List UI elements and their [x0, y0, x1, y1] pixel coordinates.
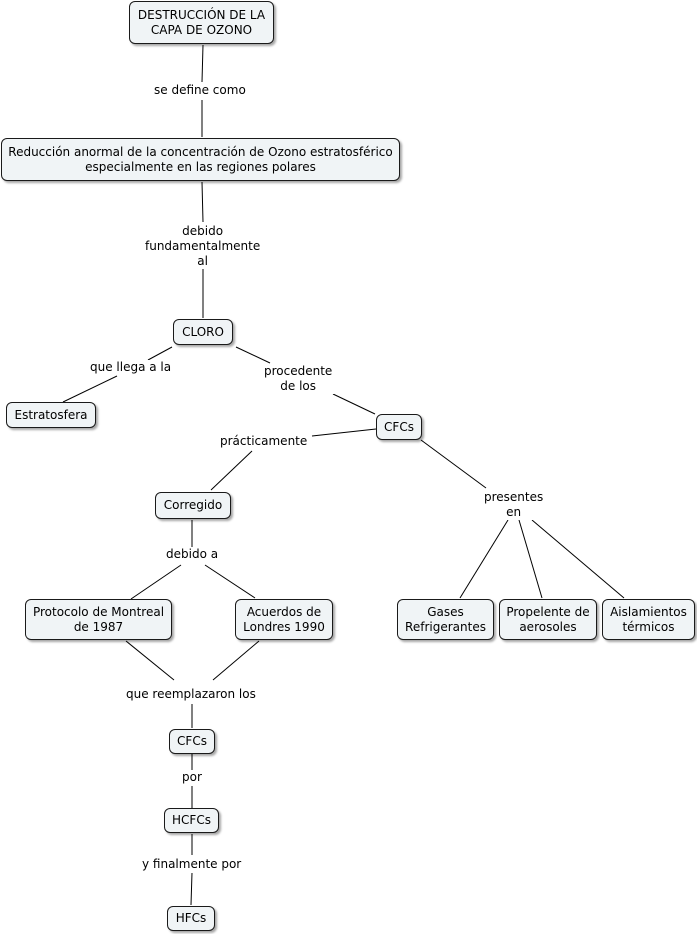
concept-label: Aislamientos térmicos: [610, 604, 687, 634]
concept-corregido[interactable]: Corregido: [155, 492, 231, 519]
concept-label: Propelente de aerosoles: [506, 604, 590, 634]
link-label-que-reemplazaron-los: que reemplazaron los: [124, 687, 258, 702]
link-label-presentes-en: presentes en: [482, 490, 546, 520]
link-label-y-finalmente-por: y finalmente por: [140, 857, 244, 872]
concept-label: HFCs: [175, 911, 207, 925]
concept-label: Gases Refrigerantes: [405, 604, 486, 634]
concept-cfcs-reemplazados[interactable]: CFCs: [169, 729, 215, 754]
concept-cloro[interactable]: CLORO: [173, 319, 233, 345]
link-label-que-llega-a-la: que llega a la: [88, 360, 174, 375]
concept-aislamientos-termicos[interactable]: Aislamientos térmicos: [602, 599, 695, 640]
concept-hfcs[interactable]: HFCs: [167, 906, 215, 931]
concept-label: CFCs: [177, 734, 207, 748]
link-label-se-define-como: se define como: [152, 83, 248, 98]
concept-label: Protocolo de Montreal de 1987: [32, 604, 165, 634]
concept-label: Acuerdos de Londres 1990: [243, 604, 325, 634]
concept-label: DESTRUCCIÓN DE LA CAPA DE OZONO: [137, 7, 266, 37]
concept-reduccion-ozono[interactable]: Reducción anormal de la concentración de…: [1, 138, 400, 181]
concept-label: Estratosfera: [14, 407, 88, 422]
concept-acuerdos-londres[interactable]: Acuerdos de Londres 1990: [235, 599, 333, 640]
concept-protocolo-montreal[interactable]: Protocolo de Montreal de 1987: [25, 599, 172, 640]
concept-gases-refrigerantes[interactable]: Gases Refrigerantes: [397, 599, 494, 640]
concept-destruccion-capa-ozono[interactable]: DESTRUCCIÓN DE LA CAPA DE OZONO: [129, 1, 274, 44]
link-label-debido-a: debido a: [164, 547, 221, 562]
concept-estratosfera[interactable]: Estratosfera: [6, 402, 96, 428]
concept-label: CFCs: [384, 419, 414, 434]
concept-label: HCFCs: [172, 813, 211, 827]
link-label-debido-fundamentalmente: debido fundamentalmente al: [143, 224, 263, 269]
concept-propelente-aerosoles[interactable]: Propelente de aerosoles: [499, 599, 597, 640]
concept-cfcs[interactable]: CFCs: [376, 414, 422, 440]
concept-label: Reducción anormal de la concentración de…: [8, 144, 393, 174]
link-label-practicamente: prácticamente: [218, 434, 310, 449]
concept-hcfcs[interactable]: HCFCs: [164, 808, 219, 833]
link-label-procedente-de-los: procedente de los: [262, 364, 335, 394]
concept-label: CLORO: [182, 324, 224, 339]
concept-label: Corregido: [163, 498, 223, 512]
link-label-por: por: [180, 770, 204, 785]
